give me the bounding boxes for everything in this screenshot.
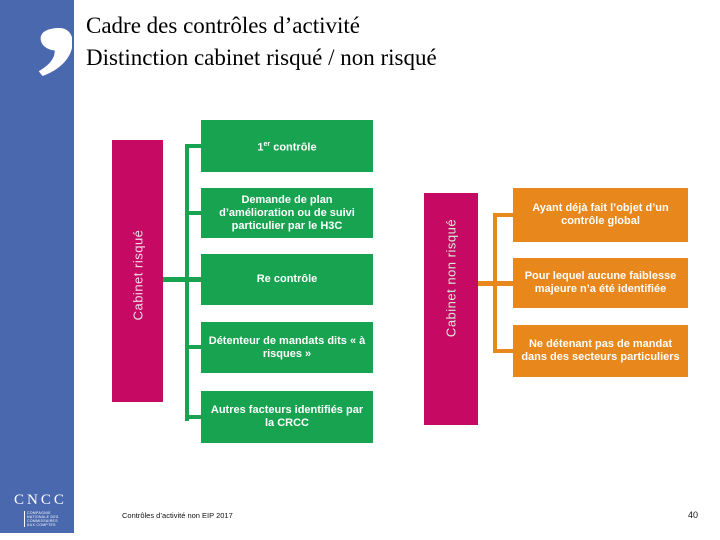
right-category-bar-label: Cabinet non risqué [443,218,459,338]
slide-title: Cadre des contrôles d’activité Distincti… [86,10,646,74]
slide-title-line2: Distinction cabinet risqué / non risqué [86,45,437,70]
green-connector-vertical [185,144,189,421]
orange-box-label: Ne détenant pas de mandat dans des secte… [521,338,680,363]
left-category-bar: Cabinet risqué [112,140,163,402]
green-connector-stub [185,211,201,215]
orange-box-aucune-faiblesse: Pour lequel aucune faiblesse majeure n’a… [513,258,688,308]
cncc-subline: NATIONALE DES [27,515,59,519]
left-category-bar-label: Cabinet risqué [130,229,145,321]
cncc-logo: CNCC COMPAGNIE NATIONALE DES COMMISSAIRE… [14,492,67,527]
green-box-label: Autres facteurs identifiés par la CRCC [210,404,364,429]
green-connector-stub [185,415,201,419]
quote-icon [30,27,73,77]
left-blue-band: CNCC COMPAGNIE NATIONALE DES COMMISSAIRE… [0,0,74,533]
cncc-subline: AUX COMPTES [27,523,56,527]
orange-box-label: Ayant déjà fait l’objet d’un contrôle gl… [532,202,669,227]
cncc-logo-text: CNCC [14,492,67,508]
green-connector-main [163,277,201,282]
green-box-mandats-risques: Détenteur de mandats dits « à risques » [201,322,373,373]
orange-connector-vertical [493,213,497,353]
green-box-re-controle: Re contrôle [201,254,373,305]
orange-connector-stub [493,213,513,217]
cncc-subline: COMMISSAIRES [27,519,58,523]
cncc-subline: COMPAGNIE [27,511,51,515]
green-connector-stub [185,144,201,148]
orange-box-label: Pour lequel aucune faiblesse majeure n’a… [524,270,677,295]
green-box-premier-controle: 1er contrôle [201,120,373,172]
orange-box-controle-global: Ayant déjà fait l’objet d’un contrôle gl… [513,188,688,242]
green-box-autres-facteurs: Autres facteurs identifiés par la CRCC [201,391,373,443]
green-box-label: 1er contrôle [257,140,317,154]
green-box-label: Demande de plan d’amélioration ou de sui… [219,193,355,232]
slide-title-line1: Cadre des contrôles d’activité [86,13,360,38]
orange-connector-stub [493,349,513,353]
cncc-logo-subtext: COMPAGNIE NATIONALE DES COMMISSAIRES AUX… [24,511,67,527]
green-box-label: Détenteur de mandats dits « à risques » [208,334,366,360]
orange-box-pas-de-mandat: Ne détenant pas de mandat dans des secte… [513,325,688,377]
right-category-bar: Cabinet non risqué [424,193,478,425]
page-number: 40 [688,510,699,520]
green-connector-stub [185,345,201,349]
green-box-demande-plan: Demande de plan d’amélioration ou de sui… [201,188,373,238]
footer-text: Contrôles d’activité non EIP 2017 [122,511,233,520]
green-box-label: Re contrôle [256,273,318,285]
